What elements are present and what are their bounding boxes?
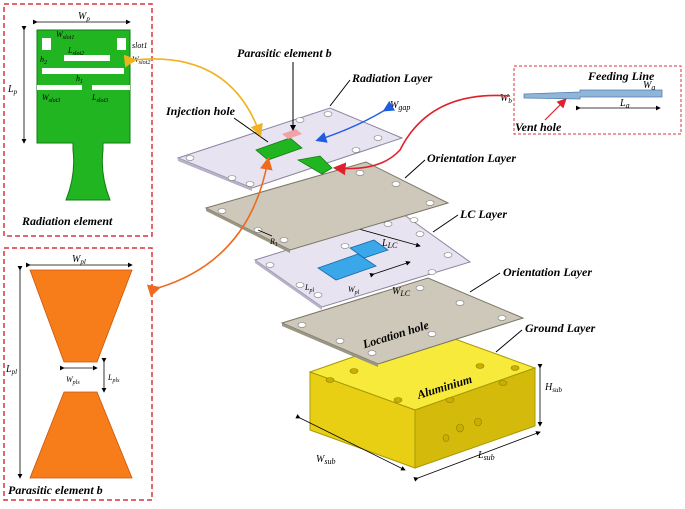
slot1-left (42, 38, 51, 50)
orientation-layer-1-label: Orientation Layer (427, 151, 516, 165)
dim-hsub: Hsub (544, 382, 562, 394)
ground-layer-label: Ground Layer (525, 321, 596, 335)
parasitic-upper-trapezoid (29, 269, 133, 363)
dim-lpl-c: Lpl (304, 283, 314, 294)
radiation-caption: Radiation element (21, 214, 113, 228)
annotations: Parasitic element b Radiation Layer Wgap… (123, 46, 596, 353)
parasitic-element-panel: Wpl Lpl Wpls Lpls Parasitic element b (3, 247, 153, 501)
feeding-line-inset: Feeding Line Wa Wb La Vent hole (500, 65, 682, 135)
orientation-layer-2-label: Orientation Layer (503, 265, 592, 279)
dim-wslot3: Wslot3 (42, 93, 60, 104)
dim-wlc: WLC (392, 286, 411, 298)
dim-wpls: Wpls (66, 375, 80, 386)
parasitic-b-label: Parasitic element b (237, 46, 332, 60)
dim-wb: Wb (500, 93, 512, 105)
dim-lp: Lp (7, 84, 18, 96)
dim-wsub: Wsub (316, 454, 335, 466)
dim-lslot2: Lslot2 (67, 46, 84, 57)
slot2-bottom (42, 68, 124, 74)
dim-h1: h1 (76, 74, 83, 85)
vent-hole-label: Vent hole (515, 120, 562, 134)
slot2-top (64, 55, 110, 61)
radiation-element-panel: Wp Lp Wslot1 Lslot2 slot1 h2 Wslot2 h1 W… (3, 3, 153, 237)
dim-lpl: Lpl (5, 364, 17, 376)
injection-hole-label: Injection hole (165, 104, 236, 118)
feed-line-3d (296, 155, 333, 175)
ground-aluminium-block: Aluminium Hsub Wsub Lsub (295, 329, 562, 482)
dim-wslot1: Wslot1 (56, 30, 74, 41)
dim-lsub: Lsub (477, 450, 495, 462)
dim-llc: LLC (381, 238, 398, 250)
wgap-label: Wgap (390, 100, 410, 112)
orientation-layer-2: Location hole (280, 277, 525, 367)
dim-wa: Wa (643, 80, 655, 92)
slot1-right (117, 38, 126, 50)
dim-lpls: Lpls (107, 373, 120, 384)
dim-wp: Wp (78, 11, 90, 23)
slot3-left (37, 85, 82, 90)
lc-layer-label: LC Layer (459, 207, 507, 221)
dim-h2: h2 (40, 55, 47, 66)
slot3-right (92, 85, 130, 90)
dim-wpl: Wpl (72, 254, 86, 266)
dim-lslot3: Lslot3 (91, 93, 108, 104)
feeding-inset-border (513, 65, 682, 135)
radiation-patch-3d (255, 137, 303, 161)
parasitic-caption: Parasitic element b (8, 483, 103, 497)
feeding-title: Feeding Line (587, 69, 655, 83)
feeding-line-shape (523, 89, 663, 100)
parasitic-3d (282, 129, 302, 139)
dim-wpl-c: Wpl (348, 285, 360, 296)
dim-la: La (619, 98, 630, 110)
radiation-layer-label: Radiation Layer (351, 71, 433, 85)
parasitic-lower-trapezoid (29, 391, 133, 479)
dim-slot1: slot1 (132, 41, 148, 50)
